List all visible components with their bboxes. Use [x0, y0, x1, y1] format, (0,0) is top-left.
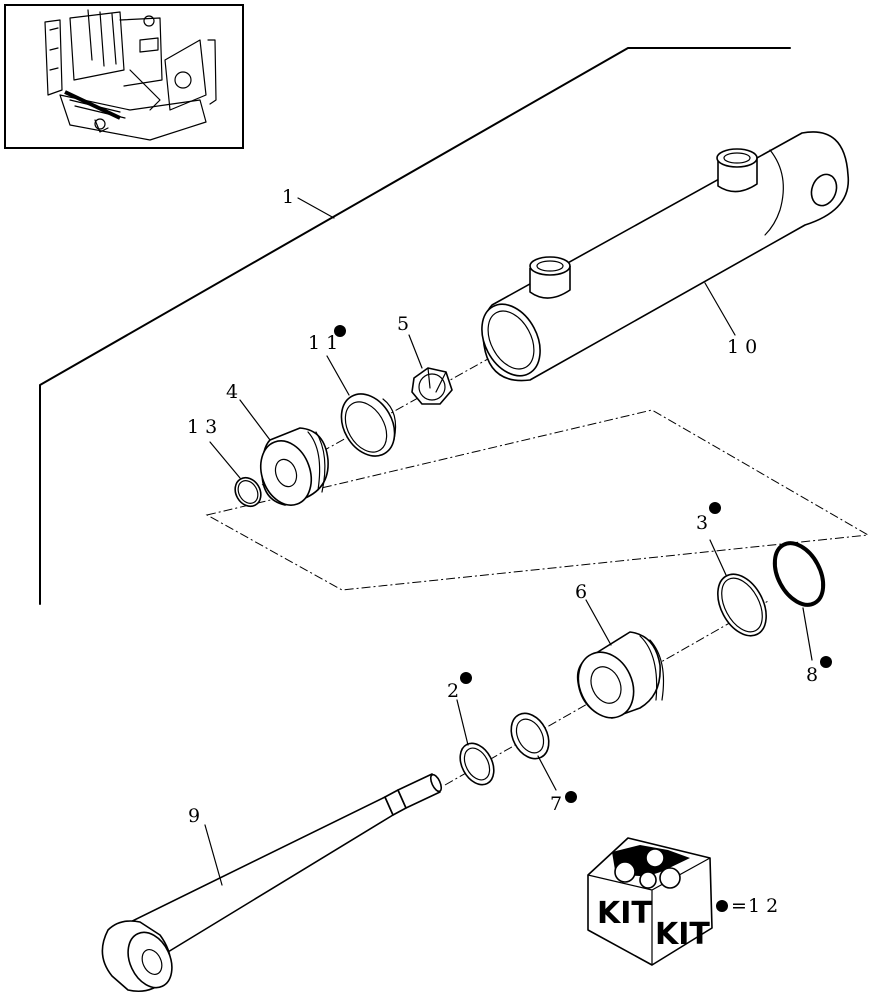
leader-10 [704, 282, 736, 336]
callout-2: 2 [447, 680, 465, 702]
kit-legend-equals: = [731, 895, 753, 917]
leader-11 [326, 355, 350, 396]
assembly-bracket-line [39, 47, 791, 605]
bullet-kit-legend [716, 900, 728, 912]
callout-1: 1 [282, 186, 300, 208]
kit-label-left: KIT [597, 896, 652, 931]
callout-5: 5 [397, 313, 415, 335]
callout-9: 9 [188, 805, 206, 827]
callout-10: 10 [727, 336, 763, 358]
wiper-seal [510, 712, 550, 760]
large-o-ring [772, 541, 826, 607]
dashdot-group-outline [205, 409, 870, 591]
locator-thumbnail [4, 4, 244, 149]
callout-7: 7 [550, 793, 568, 815]
callout-3: 3 [696, 512, 714, 534]
bullet-8 [820, 656, 832, 668]
callout-13: 13 [187, 416, 223, 438]
lower-axis-line [444, 599, 771, 786]
leader-6 [585, 599, 612, 646]
leader-8 [802, 607, 813, 661]
callout-4: 4 [226, 381, 244, 403]
leader-13 [209, 441, 241, 479]
leader-9 [204, 824, 223, 886]
rod-seal [459, 742, 495, 786]
kit-legend-number: 12 [748, 895, 784, 917]
kit-box-icon: KIT KIT [587, 837, 713, 966]
seal-ring [717, 573, 767, 637]
piston-rod [101, 773, 443, 993]
leader-4 [239, 399, 271, 441]
small-o-ring [234, 476, 262, 508]
bullet-3 [709, 502, 721, 514]
callout-8: 8 [806, 664, 824, 686]
bullet-7 [565, 791, 577, 803]
nut [411, 367, 453, 405]
leader-3 [709, 539, 727, 576]
upper-axis-line [261, 354, 496, 486]
leader-2 [456, 699, 469, 746]
leader-5 [408, 334, 423, 369]
leader-7 [537, 755, 557, 791]
rod-gland [576, 631, 665, 719]
kit-label-right: KIT [655, 917, 710, 952]
callout-6: 6 [575, 581, 593, 603]
callout-11: 11 [308, 332, 344, 354]
piston [259, 427, 329, 506]
bullet-11 [334, 325, 346, 337]
bullet-2 [460, 672, 472, 684]
cylinder-barrel [481, 131, 850, 382]
wear-ring [340, 393, 397, 457]
leader-1 [297, 197, 335, 219]
